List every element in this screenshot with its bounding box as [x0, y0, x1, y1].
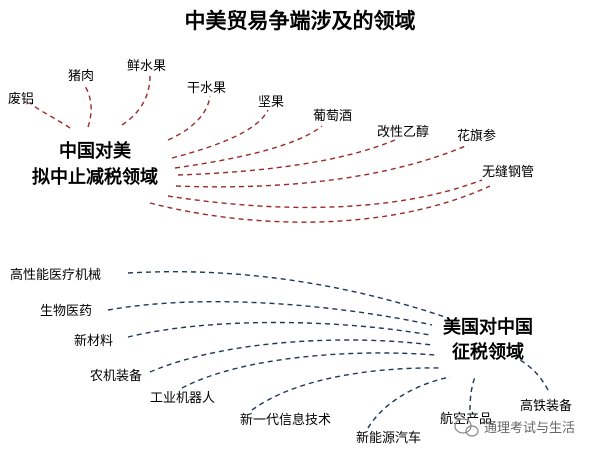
us-item: 高铁装备 — [520, 398, 572, 414]
edge-hangkong — [469, 376, 476, 411]
edge-jianguo — [171, 109, 269, 159]
us-item: 新材料 — [74, 333, 113, 349]
edge-xincailiao — [127, 321, 431, 338]
china-item: 废铝 — [8, 91, 34, 107]
us-hub-label-line2: 征税领域 — [452, 341, 524, 363]
watermark: 通理考试与生活 — [454, 418, 575, 437]
edge-xianshuiguo — [121, 75, 151, 126]
us-item: 工业机器人 — [150, 391, 215, 406]
china-edges — [29, 75, 491, 223]
edge-huaqishen — [175, 144, 469, 188]
china-item: 干水果 — [187, 81, 226, 96]
edge-gaixingyichun — [177, 139, 396, 176]
us-item: 新能源汽车 — [356, 430, 421, 446]
china-item: 鲜水果 — [127, 59, 166, 74]
edge-putaojiu — [174, 125, 323, 169]
edge-xinyidai — [251, 367, 441, 411]
china-item: 葡萄酒 — [313, 109, 352, 124]
watermark-text: 通理考试与生活 — [484, 421, 575, 436]
edge-gaoxingneng — [127, 271, 449, 319]
diagram-title: 中美贸易争端涉及的领域 — [185, 9, 416, 33]
edge-xinnengyuan — [367, 376, 451, 429]
china-item: 花旗参 — [457, 128, 496, 144]
us-item: 新一代信息技术 — [240, 412, 331, 428]
wechat-logo-icon — [454, 418, 479, 437]
china-item: 无缝钢管 — [482, 165, 534, 180]
us-item: 农机装备 — [90, 368, 142, 384]
edge-nongji — [149, 339, 433, 373]
china-item: 坚果 — [258, 95, 284, 110]
edge-ganshuiguo — [167, 95, 211, 141]
edge-zhurou — [84, 85, 92, 128]
edge-gaotie — [519, 359, 549, 391]
edge-feilv — [29, 102, 71, 129]
edge-wufenggangguan — [167, 179, 483, 209]
edge-outer-1 — [149, 185, 491, 223]
china-hub-label-line2: 拟中止减税领域 — [32, 166, 158, 188]
edge-gongye — [181, 352, 436, 389]
us-item: 生物医药 — [40, 304, 92, 319]
china-item: 改性乙醇 — [377, 124, 429, 140]
china-item: 猪肉 — [68, 69, 94, 84]
us-edges — [107, 271, 549, 429]
us-item: 高性能医疗机械 — [10, 267, 101, 283]
china-hub-label-line1: 中国对美 — [59, 140, 131, 162]
edge-shengwuyiyao — [107, 300, 433, 326]
us-hub-label-line1: 美国对中国 — [443, 316, 533, 338]
